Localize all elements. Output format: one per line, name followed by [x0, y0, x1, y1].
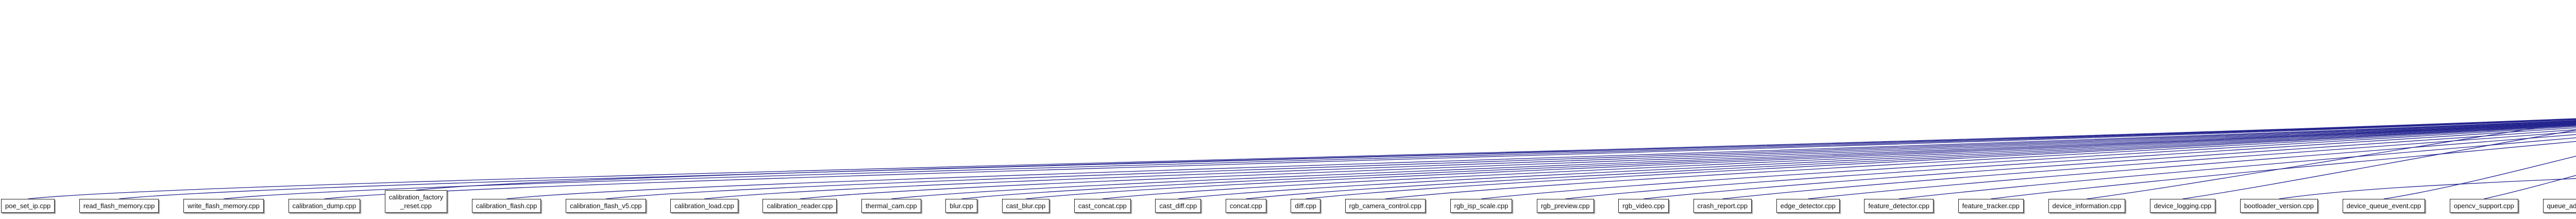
edge-rgb_preview-cpp-to-Pipeline-hpp	[1565, 127, 2576, 199]
edge-cast_blur-cpp-to-Pipeline-hpp	[1025, 123, 2576, 199]
graph-node-crash_report-cpp[interactable]: crash_report.cpp	[1693, 199, 1752, 213]
edge-rgb_video-cpp-to-Pipeline-hpp	[1643, 129, 2576, 199]
graph-node-feature_detector-cpp[interactable]: feature_detector.cpp	[1864, 199, 1934, 213]
graph-node-calibration_flash_v5-cpp[interactable]: calibration_flash_v5.cpp	[566, 199, 646, 213]
graph-node-read_flash_memory-cpp[interactable]: read_flash_memory.cpp	[79, 199, 159, 213]
graph-node-calibration_factory_reset-cpp[interactable]: calibration_factory _reset.cpp	[384, 190, 448, 213]
edge-feature_detector-cpp-to-Pipeline-hpp	[1899, 137, 2576, 199]
edge-rgb_isp_scale-cpp-to-Pipeline-hpp	[1481, 126, 2576, 199]
graph-node-concat-cpp[interactable]: concat.cpp	[1225, 199, 1266, 213]
edge-thermal_cam-cpp-to-Pipeline-hpp	[891, 122, 2576, 199]
edge-edge_detector-cpp-to-Pipeline-hpp	[1808, 134, 2576, 199]
graph-node-calibration_reader-cpp[interactable]: calibration_reader.cpp	[762, 199, 837, 213]
edge-device_queue_event-cpp-to-DataQueue-hpp	[2383, 156, 2576, 199]
graph-node-write_flash_memory-cpp[interactable]: write_flash_memory.cpp	[183, 199, 264, 213]
graph-node-rgb_isp_scale-cpp[interactable]: rgb_isp_scale.cpp	[1450, 199, 1513, 213]
graph-node-diff-cpp[interactable]: diff.cpp	[1291, 199, 1321, 213]
edge-bootloader_version-cpp-to-DeviceBootloader-hpp	[2279, 178, 2576, 199]
edge-calibration_factory_reset-cpp-to-Pipeline-hpp	[416, 119, 2576, 191]
edge-calibration_dump-cpp-to-Pipeline-hpp	[324, 119, 2576, 199]
edge-calibration_load-cpp-to-Pipeline-hpp	[704, 121, 2576, 199]
graph-node-rgb_camera_control-cpp[interactable]: rgb_camera_control.cpp	[1345, 199, 1426, 213]
graph-bottom-row: poe_set_ip.cpp read_flash_memory.cpp write…	[1, 190, 2576, 213]
edge-calibration_flash-cpp-to-Pipeline-hpp	[506, 120, 2576, 199]
edge-read_flash_memory-cpp-to-Pipeline-hpp	[119, 119, 2576, 199]
graph-node-cast_blur-cpp[interactable]: cast_blur.cpp	[1002, 199, 1050, 213]
graph-node-calibration_flash-cpp[interactable]: calibration_flash.cpp	[471, 199, 541, 213]
graph-node-edge_detector-cpp[interactable]: edge_detector.cpp	[1776, 199, 1840, 213]
graph-node-rgb_preview-cpp[interactable]: rgb_preview.cpp	[1536, 199, 1594, 213]
edge-cast_concat-cpp-to-Pipeline-hpp	[1102, 123, 2576, 199]
edge-crash_report-cpp-to-Pipeline-hpp	[1722, 131, 2576, 199]
graph-node-calibration_dump-cpp[interactable]: calibration_dump.cpp	[288, 199, 361, 213]
graph-node-bootloader_version-cpp[interactable]: bootloader_version.cpp	[2240, 199, 2318, 213]
edge-concat-cpp-to-Pipeline-hpp	[1246, 124, 2576, 199]
graph-node-blur-cpp[interactable]: blur.cpp	[945, 199, 977, 213]
graph-node-device_queue_event-cpp[interactable]: device_queue_event.cpp	[2342, 199, 2426, 213]
edge-blur-cpp-to-Pipeline-hpp	[961, 122, 2576, 199]
graph-node-opencv_support-cpp[interactable]: opencv_support.cpp	[2449, 199, 2518, 213]
edge-rgb_camera_control-cpp-to-Pipeline-hpp	[1385, 125, 2576, 199]
edge-opencv_support-cpp-to-Device-hpp	[2484, 175, 2576, 199]
edge-device_information-cpp-to-Device-hpp	[2087, 121, 2576, 199]
graph-node-rgb_video-cpp[interactable]: rgb_video.cpp	[1618, 199, 1669, 213]
graph-node-calibration_load-cpp[interactable]: calibration_load.cpp	[670, 199, 738, 213]
graph-node-thermal_cam-cpp[interactable]: thermal_cam.cpp	[861, 199, 921, 213]
edge-poe_set_ip-cpp-to-Pipeline-hpp	[28, 118, 2576, 199]
edge-calibration_reader-cpp-to-Pipeline-hpp	[800, 121, 2576, 199]
graph-node-cast_diff-cpp[interactable]: cast_diff.cpp	[1155, 199, 1201, 213]
graph-node-device_information-cpp[interactable]: device_information.cpp	[2048, 199, 2126, 213]
graph-node-poe_set_ip-cpp[interactable]: poe_set_ip.cpp	[1, 199, 55, 213]
graph-node-cast_concat-cpp[interactable]: cast_concat.cpp	[1074, 199, 1131, 213]
edge-diff-cpp-to-Pipeline-hpp	[1306, 124, 2576, 199]
graph-node-queue_add_callback-cpp[interactable]: queue_add_callback.cpp	[2543, 199, 2576, 213]
graph-node-feature_tracker-cpp[interactable]: feature_tracker.cpp	[1958, 199, 2024, 213]
edge-cast_diff-cpp-to-Pipeline-hpp	[1178, 124, 2576, 199]
graph-node-device_logging-cpp[interactable]: device_logging.cpp	[2149, 199, 2216, 213]
edge-feature_tracker-cpp-to-Pipeline-hpp	[1991, 141, 2576, 199]
edge-write_flash_memory-cpp-to-Pipeline-hpp	[223, 119, 2576, 199]
edge-device_logging-cpp-to-Device-hpp	[2182, 129, 2576, 199]
edge-calibration_flash_v5-cpp-to-Pipeline-hpp	[605, 120, 2576, 199]
